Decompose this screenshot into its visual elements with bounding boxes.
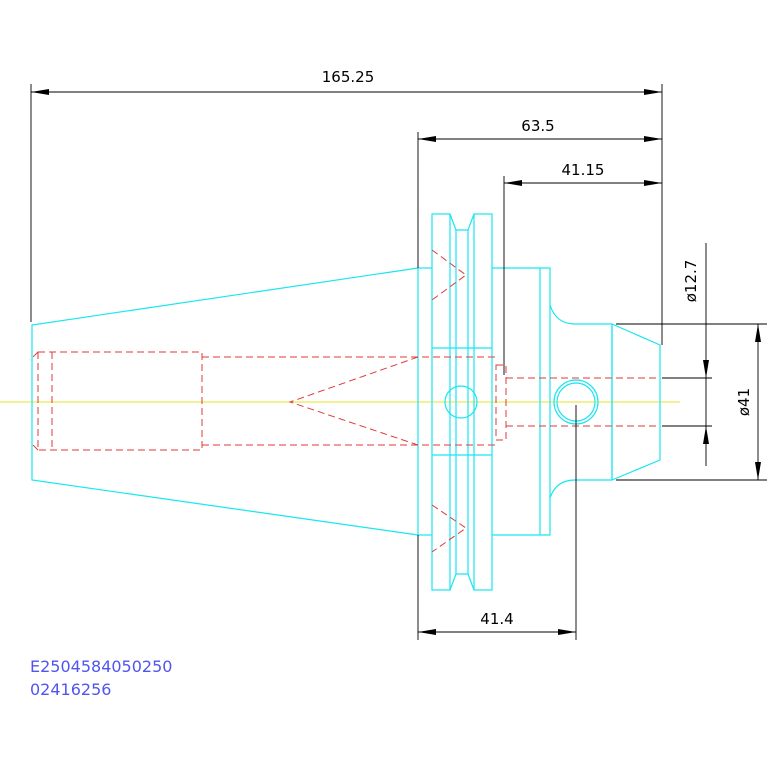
arrow [703,360,709,378]
dim-outer-diameter: ø41 [735,388,753,416]
arrow [644,180,662,186]
dim-bottom-length: 41.4 [480,610,513,628]
part-number: 02416256 [30,680,112,699]
arrow [755,462,761,480]
body-outline [492,267,551,536]
arrow [418,629,436,635]
arrow [644,136,662,142]
flange-hole [444,385,478,419]
dim-flange-to-end: 63.5 [521,117,554,135]
arrow [703,426,709,444]
arrow [418,136,436,142]
groove-v-top [431,249,467,301]
hidden-lines [29,249,660,553]
arrow [755,324,761,342]
flange-plate-right [473,213,493,591]
arrow [31,89,49,95]
drawbar-thread [37,351,203,451]
v-groove-top [449,213,475,231]
part-code: E2504584050250 [30,657,173,676]
dimension-lines [30,84,767,640]
dim-body-length: 41.15 [562,161,605,179]
flange-plate-left [431,213,451,591]
dim-overall-length: 165.25 [322,68,375,86]
thread-chamfer-bottom [29,441,39,451]
thread-chamfer-top [29,351,39,361]
arrow [558,629,576,635]
bore-end [495,364,507,441]
taper-outline [31,267,419,536]
nose-outline [611,323,661,481]
v-groove-bottom [449,573,475,591]
dim-bore-diameter: ø12.7 [682,260,700,303]
drill-point [288,356,419,446]
arrow [504,180,522,186]
arrow [644,89,662,95]
groove-v-bottom [431,504,467,553]
tool-holder-outline [31,213,661,591]
